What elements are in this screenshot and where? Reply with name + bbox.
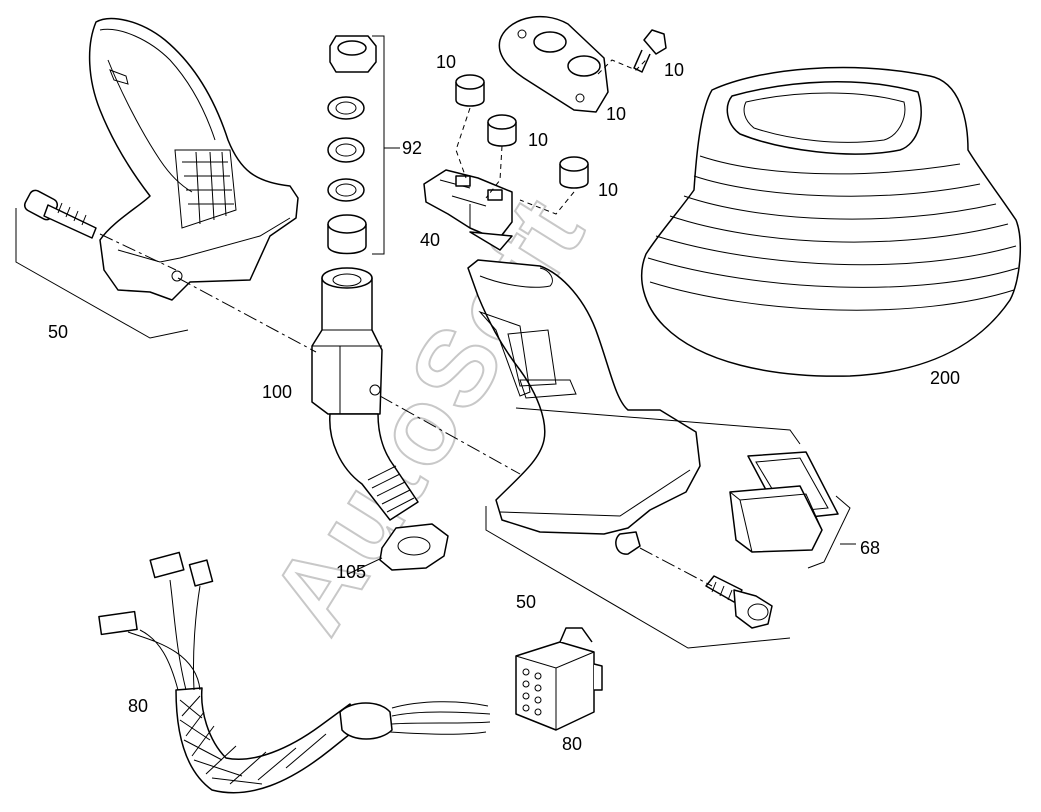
wiring-harness xyxy=(98,551,491,794)
rubber-boot xyxy=(640,66,1021,377)
nut xyxy=(379,523,449,571)
callout-40: 40 xyxy=(420,230,440,250)
callout-80-left: 80 xyxy=(128,696,148,716)
callout-200: 200 xyxy=(930,368,960,388)
callout-100: 100 xyxy=(262,382,292,402)
centerline-screw-left xyxy=(99,233,177,271)
leader-68 xyxy=(807,495,856,569)
switch-block xyxy=(423,169,513,251)
housing-half-right xyxy=(467,259,701,555)
leader-92 xyxy=(372,35,400,255)
connector xyxy=(515,627,603,731)
callout-50-bottom: 50 xyxy=(516,592,536,612)
centerline-housing-shaft xyxy=(177,277,317,353)
stick-shaft xyxy=(311,267,419,521)
callout-10-d: 10 xyxy=(664,60,684,80)
callout-10-c: 10 xyxy=(598,180,618,200)
screw-small-top xyxy=(633,29,667,73)
callout-68: 68 xyxy=(860,538,880,558)
button-cap-2 xyxy=(487,114,517,147)
callout-50-left: 50 xyxy=(48,322,68,342)
callout-80-right: 80 xyxy=(562,734,582,754)
leader-50-left xyxy=(15,208,189,339)
button-plate xyxy=(498,15,609,113)
button-cap-3 xyxy=(559,156,589,189)
callout-105: 105 xyxy=(336,562,366,582)
screw-bottom xyxy=(705,575,773,629)
screw-left xyxy=(23,189,97,239)
callout-10-b: 10 xyxy=(528,130,548,150)
leader-50-bottom xyxy=(485,506,791,649)
callout-10-a: 10 xyxy=(436,52,456,72)
callout-10-e: 10 xyxy=(606,104,626,124)
callout-92: 92 xyxy=(402,138,422,158)
centerline-shaft-housing xyxy=(379,395,521,475)
button-cap-1 xyxy=(455,74,485,107)
leader-68-assembly xyxy=(515,407,801,445)
ring-stack xyxy=(327,35,377,255)
leader-105 xyxy=(347,557,383,575)
cover-plug xyxy=(729,451,839,553)
housing-half-left xyxy=(88,17,299,301)
centerline-screw-bottom xyxy=(639,547,713,587)
